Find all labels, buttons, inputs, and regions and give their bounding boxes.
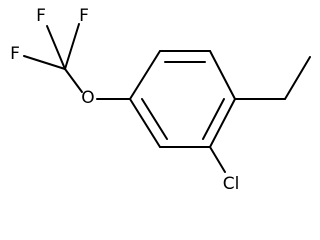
atom-label-f-left: F bbox=[10, 44, 20, 64]
ring-double-bond-left bbox=[141, 98, 168, 140]
atom-label-f-top: F bbox=[79, 6, 89, 26]
ring-double-bond-right bbox=[202, 98, 225, 140]
chemical-structure-diagram: F F F O Cl bbox=[10, 6, 311, 194]
bond-c-f-top-left bbox=[46, 25, 66, 70]
ring-bond-3 bbox=[209, 50, 236, 100]
bond-ethyl-methyl bbox=[284, 56, 311, 100]
bond-c-f-top bbox=[64, 23, 80, 70]
bond-c-f-left bbox=[23, 55, 66, 70]
ring-bond-1 bbox=[129, 50, 161, 100]
atom-label-f-top-left: F bbox=[36, 6, 46, 26]
ring-bond-4 bbox=[209, 98, 236, 148]
atom-label-oxygen: O bbox=[81, 88, 94, 108]
bond-ring-cl bbox=[209, 146, 226, 173]
bond-c-o bbox=[64, 68, 83, 93]
ring-bond-6 bbox=[129, 98, 161, 148]
atom-label-chlorine: Cl bbox=[223, 174, 240, 194]
